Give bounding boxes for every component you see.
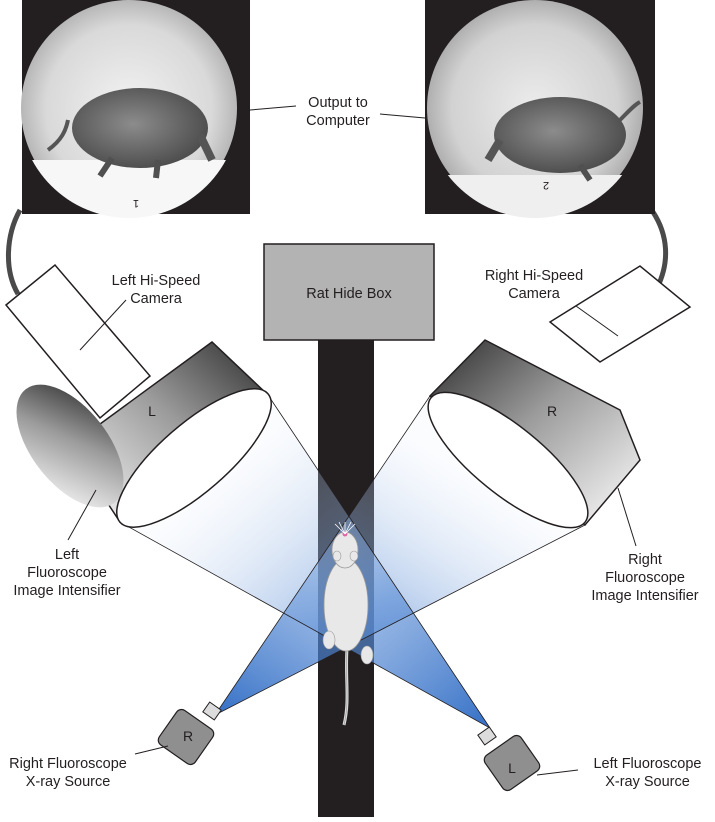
right-monitor-mark: 2 [543,179,549,191]
rat-hide-box-label: Rat Hide Box [306,286,392,302]
right-camera-cable [650,210,669,290]
right-xray-source [157,701,222,766]
right-source-letter: R [183,728,193,744]
right-output-monitor: 2 [425,0,655,218]
left-intensifier-letter: L [148,403,156,419]
left-xray-source [477,726,541,792]
left-source-leader [536,769,579,776]
left-camera-leader [79,299,127,351]
left-monitor-mark: 1 [133,197,139,209]
left-source-letter: L [508,760,516,776]
output-leader-right [379,113,426,119]
left-image-intensifier [16,341,273,528]
right-image-intensifier [427,339,641,529]
right-intensifier-leader [617,487,637,547]
left-camera-cable [6,208,23,296]
rat [322,521,374,726]
right-intensifier-letter: R [547,403,557,419]
output-leader-left [249,105,297,111]
left-hi-speed-camera [4,263,152,420]
right-camera-leader [575,305,619,337]
right-hi-speed-camera [548,265,692,363]
left-output-monitor: 1 [20,0,250,218]
rat-hide-box [263,243,435,341]
left-intensifier-leader [67,489,97,541]
right-source-leader [134,745,169,755]
